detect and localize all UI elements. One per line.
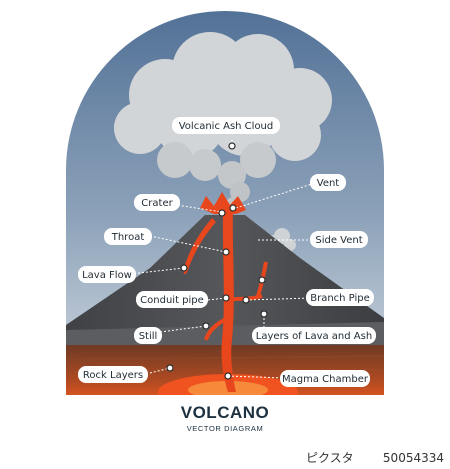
svg-text:Rock Layers: Rock Layers — [83, 370, 143, 381]
label-magma-chamber: Magma Chamber — [280, 370, 370, 387]
branch-pipe-anchor — [242, 296, 250, 304]
label-still: Still — [134, 327, 162, 344]
svg-text:Magma Chamber: Magma Chamber — [282, 374, 369, 385]
label-layers: Layers of Lava and Ash — [252, 327, 376, 344]
svg-text:Conduit pipe: Conduit pipe — [140, 295, 204, 306]
still-anchor — [202, 322, 210, 330]
label-throat: Throat — [104, 228, 152, 245]
ash-cloud-anchor — [228, 142, 236, 150]
conduit-anchor — [222, 294, 230, 302]
magma-anchor — [224, 372, 232, 380]
label-ash-cloud: Volcanic Ash Cloud — [172, 117, 280, 134]
lava-flow-surface — [183, 218, 216, 274]
svg-text:Branch Pipe: Branch Pipe — [310, 293, 370, 304]
label-branch-pipe: Branch Pipe — [306, 289, 374, 306]
vent-anchor — [229, 204, 237, 212]
diagram-title: VOLCANO — [181, 403, 270, 422]
watermark-id: 50054334 — [383, 451, 444, 465]
crater-anchor — [218, 209, 226, 217]
diagram-subtitle: VECTOR DIAGRAM — [187, 424, 264, 433]
scene — [66, 11, 384, 395]
svg-text:Lava Flow: Lava Flow — [82, 270, 132, 281]
sill-icon — [204, 318, 226, 341]
label-rock-layers: Rock Layers — [78, 366, 148, 383]
lava-flow-anchor — [180, 264, 188, 272]
label-vent: Vent — [310, 174, 346, 191]
svg-text:Layers of Lava and Ash: Layers of Lava and Ash — [256, 331, 372, 342]
label-crater: Crater — [134, 194, 180, 211]
throat-anchor — [222, 248, 230, 256]
svg-text:Throat: Throat — [111, 232, 145, 243]
layers-anchor — [260, 310, 268, 318]
side-vent-anchor — [258, 276, 266, 284]
label-conduit-pipe: Conduit pipe — [136, 291, 208, 308]
rock-layers-anchor — [166, 364, 174, 372]
watermark-logo: ピクスタ — [306, 451, 354, 465]
label-side-vent: Side Vent — [310, 231, 368, 248]
svg-text:Still: Still — [139, 331, 158, 342]
anchor-dots — [166, 142, 268, 380]
svg-text:Volcanic Ash Cloud: Volcanic Ash Cloud — [179, 121, 274, 132]
ash-cloud-icon — [114, 32, 332, 211]
svg-text:Vent: Vent — [317, 178, 340, 189]
label-lava-flow: Lava Flow — [78, 266, 136, 283]
svg-text:Crater: Crater — [141, 198, 173, 209]
svg-text:Side Vent: Side Vent — [315, 235, 362, 246]
